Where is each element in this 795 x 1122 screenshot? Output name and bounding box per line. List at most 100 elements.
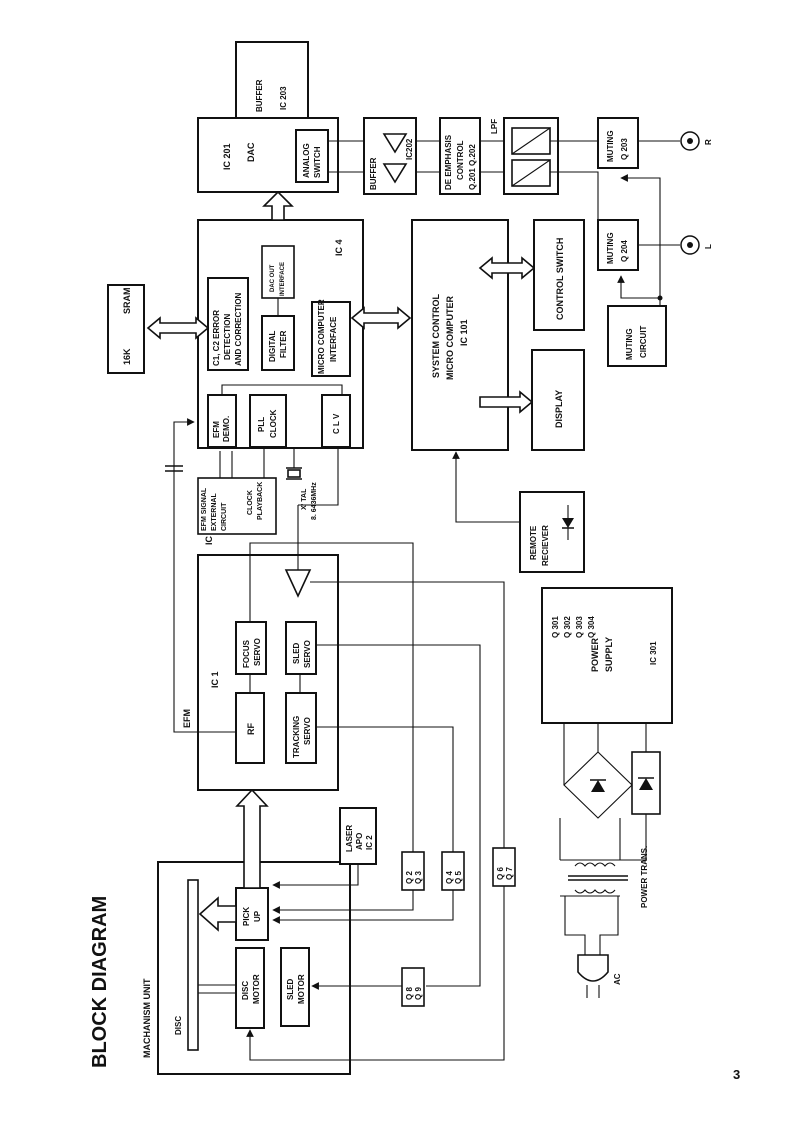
xtal-label-2: 8. 6436MHz [311, 482, 318, 520]
sled-servo-box [285, 621, 317, 675]
deemph-label-3: Q.201 Q.202 [468, 144, 477, 190]
q67-label-2: Q 7 [505, 867, 514, 880]
rf-box [235, 692, 265, 764]
q89-block: Q 8 Q 9 [401, 967, 425, 1007]
output-jack-r [680, 131, 700, 151]
buffer203-label-1: BUFFER [255, 79, 264, 112]
disc-motor-box [235, 947, 265, 1029]
sram-bus-arrow [146, 316, 210, 340]
pll-label-2: CLOCK [269, 409, 278, 438]
sysctl-label-1: SYSTEM CONTROL [431, 293, 441, 378]
power-ic301: IC 301 [649, 641, 658, 665]
sram-label-2: SRAM [122, 288, 132, 315]
sled-servo-label-1: SLED [292, 642, 301, 664]
mechanism-unit-label: MACHANISM UNIT [142, 978, 152, 1058]
dac-out-box [261, 245, 295, 299]
switch-label-1: ANALOG [302, 143, 311, 178]
xtal-block: X' TAL 8. 6436MHz [286, 447, 339, 520]
focus-servo-box [235, 621, 267, 675]
system-control-block: SYSTEM CONTROL MICRO COMPUTER IC 101 [411, 219, 509, 451]
bridge-rectifier [563, 723, 633, 819]
efm-demo-label-2: DEMO. [222, 416, 231, 442]
sled-motor-label-2: MOTOR [297, 974, 306, 1004]
filter-label-1: DIGITAL [268, 330, 277, 362]
power-supply-label-1: POWER [590, 637, 600, 672]
ic5-text-3: CIRCUIT [221, 502, 228, 531]
dacout-label-1: DAC OUT [270, 264, 276, 292]
pickup-label-2: UP [253, 910, 262, 922]
q45-block: Q 4 Q 5 [441, 851, 465, 891]
q45-label-2: Q 5 [454, 871, 463, 884]
ic5-label: IC 5 [204, 528, 214, 545]
control-switch-block: CONTROL SWITCH [533, 219, 585, 331]
ic1-label: IC 1 [210, 671, 220, 688]
ic5-text-1: EFM SIGNAL [201, 487, 208, 531]
ic4-sysctl-bus-arrow [350, 306, 412, 330]
page-number: 3 [733, 1067, 741, 1082]
buffer202-label-2: IC202 [405, 138, 414, 160]
mute-l-label-1: MUTING [606, 232, 615, 264]
output-r-label: R [704, 139, 713, 145]
deemph-label-1: DE EMPHASIS [444, 134, 453, 190]
clv-label: C L V [332, 413, 341, 434]
disc-label: DISC [174, 1016, 183, 1035]
muting-circuit-label-2: CIRCUIT [639, 325, 648, 358]
muting-circuit-block: MUTING CIRCUIT [607, 305, 667, 367]
ac-plug: AC [577, 954, 622, 998]
de-emphasis-block: DE EMPHASIS CONTROL Q.201 Q.202 [439, 117, 481, 195]
buffer-ic202-block: BUFFER IC202 [363, 117, 417, 195]
micro-interface-box [311, 301, 351, 377]
sled-motor-label-1: SLED [286, 978, 295, 1000]
filter-label-2: FILTER [279, 330, 288, 358]
power-q301: Q 301 [551, 616, 560, 638]
q67-block: Q 6 Q 7 [492, 847, 516, 887]
output-jack-l [680, 235, 700, 255]
q89-label-1: Q 8 [405, 987, 414, 1000]
digital-filter-box [261, 315, 295, 371]
q23-block: Q 2 Q 3 [401, 851, 425, 891]
laser-arrow [198, 896, 237, 932]
sysctl-label-2: MICRO COMPUTER [445, 296, 455, 380]
sled-servo-label-2: SERVO [303, 640, 312, 668]
rectifier-diode [631, 723, 661, 815]
pickup-box [235, 887, 269, 941]
q67-label-1: Q 6 [496, 867, 505, 880]
ic5-text-2: EXTERNAL [211, 493, 218, 531]
sysctl-display-arrow [479, 390, 534, 414]
disc-motor-label-2: MOTOR [252, 974, 261, 1004]
mute-r-label-1: MUTING [606, 130, 615, 162]
sysctl-label-3: IC 101 [459, 319, 469, 346]
power-q303: Q 303 [575, 616, 584, 638]
buffer-ic203-block: BUFFER IC 203 [235, 41, 309, 119]
ic4-block: IC 4 EFM DEMO. PLL CLOCK C L V C1, C2 ER… [197, 219, 364, 449]
q23-label-2: Q 3 [414, 871, 423, 884]
pll-clock-box [249, 394, 287, 448]
lpf-block [503, 117, 559, 195]
buffer203-label-2: IC 203 [279, 86, 288, 110]
ic5-clock-1: CLOCK [247, 490, 254, 515]
tracking-servo-box [285, 692, 317, 764]
buffer202-label-1: BUFFER [369, 157, 378, 190]
pickup-label-1: PICK [242, 907, 251, 926]
mci-label-2: INTERFACE [329, 316, 338, 362]
efm-label: EFM [182, 709, 192, 728]
sled-motor-box [280, 947, 310, 1027]
efm-demo-label-1: EFM [212, 421, 221, 438]
rf-label: RF [246, 723, 256, 735]
q23-label-1: Q 2 [405, 871, 414, 884]
lpf-label: LPF [490, 119, 499, 134]
disc-motor-label-1: DISC [241, 981, 250, 1000]
ic4-to-dac-arrow [262, 190, 294, 221]
disc-bar [187, 879, 199, 1051]
remote-receiver-block: REMOTE RECIEVER [519, 491, 585, 573]
ic5-block: IC 5 EFM SIGNAL EXTERNAL CIRCUIT CLOCK P… [197, 448, 277, 545]
q45-label-1: Q 4 [445, 871, 454, 884]
display-label: DISPLAY [554, 390, 564, 428]
muting-q204-block: MUTING Q 204 [597, 219, 639, 271]
deemph-label-2: CONTROL [456, 140, 465, 180]
error-correction-box [207, 277, 249, 371]
tracking-servo-label-2: SERVO [303, 717, 312, 745]
q89-label-2: Q 9 [414, 987, 423, 1000]
sram-block: 16K SRAM [107, 284, 145, 374]
